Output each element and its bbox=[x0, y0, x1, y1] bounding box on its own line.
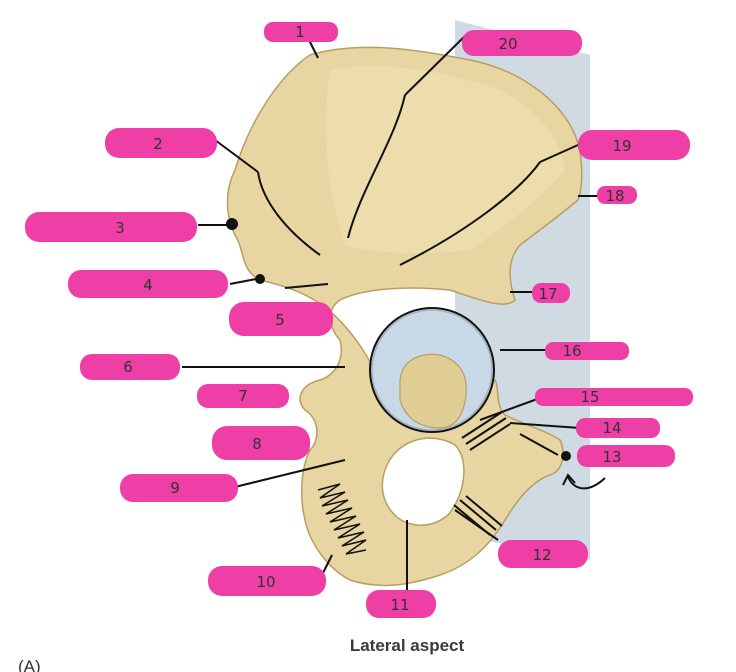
label-numbers: 1 20 2 3 4 5 6 7 8 9 10 11 12 13 14 15 1… bbox=[115, 23, 631, 614]
label-13: 13 bbox=[602, 448, 621, 466]
figure-caption: Lateral aspect bbox=[350, 636, 465, 655]
figure-tag: (A) bbox=[18, 657, 41, 672]
label-1: 1 bbox=[295, 23, 305, 41]
label-5: 5 bbox=[275, 311, 285, 329]
label-17: 17 bbox=[538, 285, 557, 303]
acetabular-fossa bbox=[399, 353, 467, 429]
label-8: 8 bbox=[252, 435, 262, 453]
label-7: 7 bbox=[238, 387, 248, 405]
label-16: 16 bbox=[562, 342, 581, 360]
label-4: 4 bbox=[143, 276, 153, 294]
label-9: 9 bbox=[170, 479, 180, 497]
ilium-shading bbox=[325, 66, 565, 254]
leader-lines bbox=[182, 35, 606, 590]
label-20: 20 bbox=[498, 35, 517, 53]
label-14: 14 bbox=[602, 419, 621, 437]
acetabulum-rim bbox=[369, 307, 495, 433]
label-2: 2 bbox=[153, 135, 163, 153]
label-11: 11 bbox=[390, 596, 409, 614]
ischial-tuberosity-markings bbox=[317, 483, 367, 555]
label-6: 6 bbox=[123, 358, 133, 376]
label-10: 10 bbox=[256, 573, 275, 591]
label-19: 19 bbox=[612, 137, 631, 155]
label-12: 12 bbox=[532, 546, 551, 564]
label-18: 18 bbox=[605, 187, 624, 205]
obturator-foramen bbox=[381, 437, 465, 526]
label-highlights bbox=[25, 22, 693, 618]
hip-bone bbox=[226, 46, 583, 587]
label-3: 3 bbox=[115, 219, 125, 237]
label-15: 15 bbox=[580, 388, 599, 406]
